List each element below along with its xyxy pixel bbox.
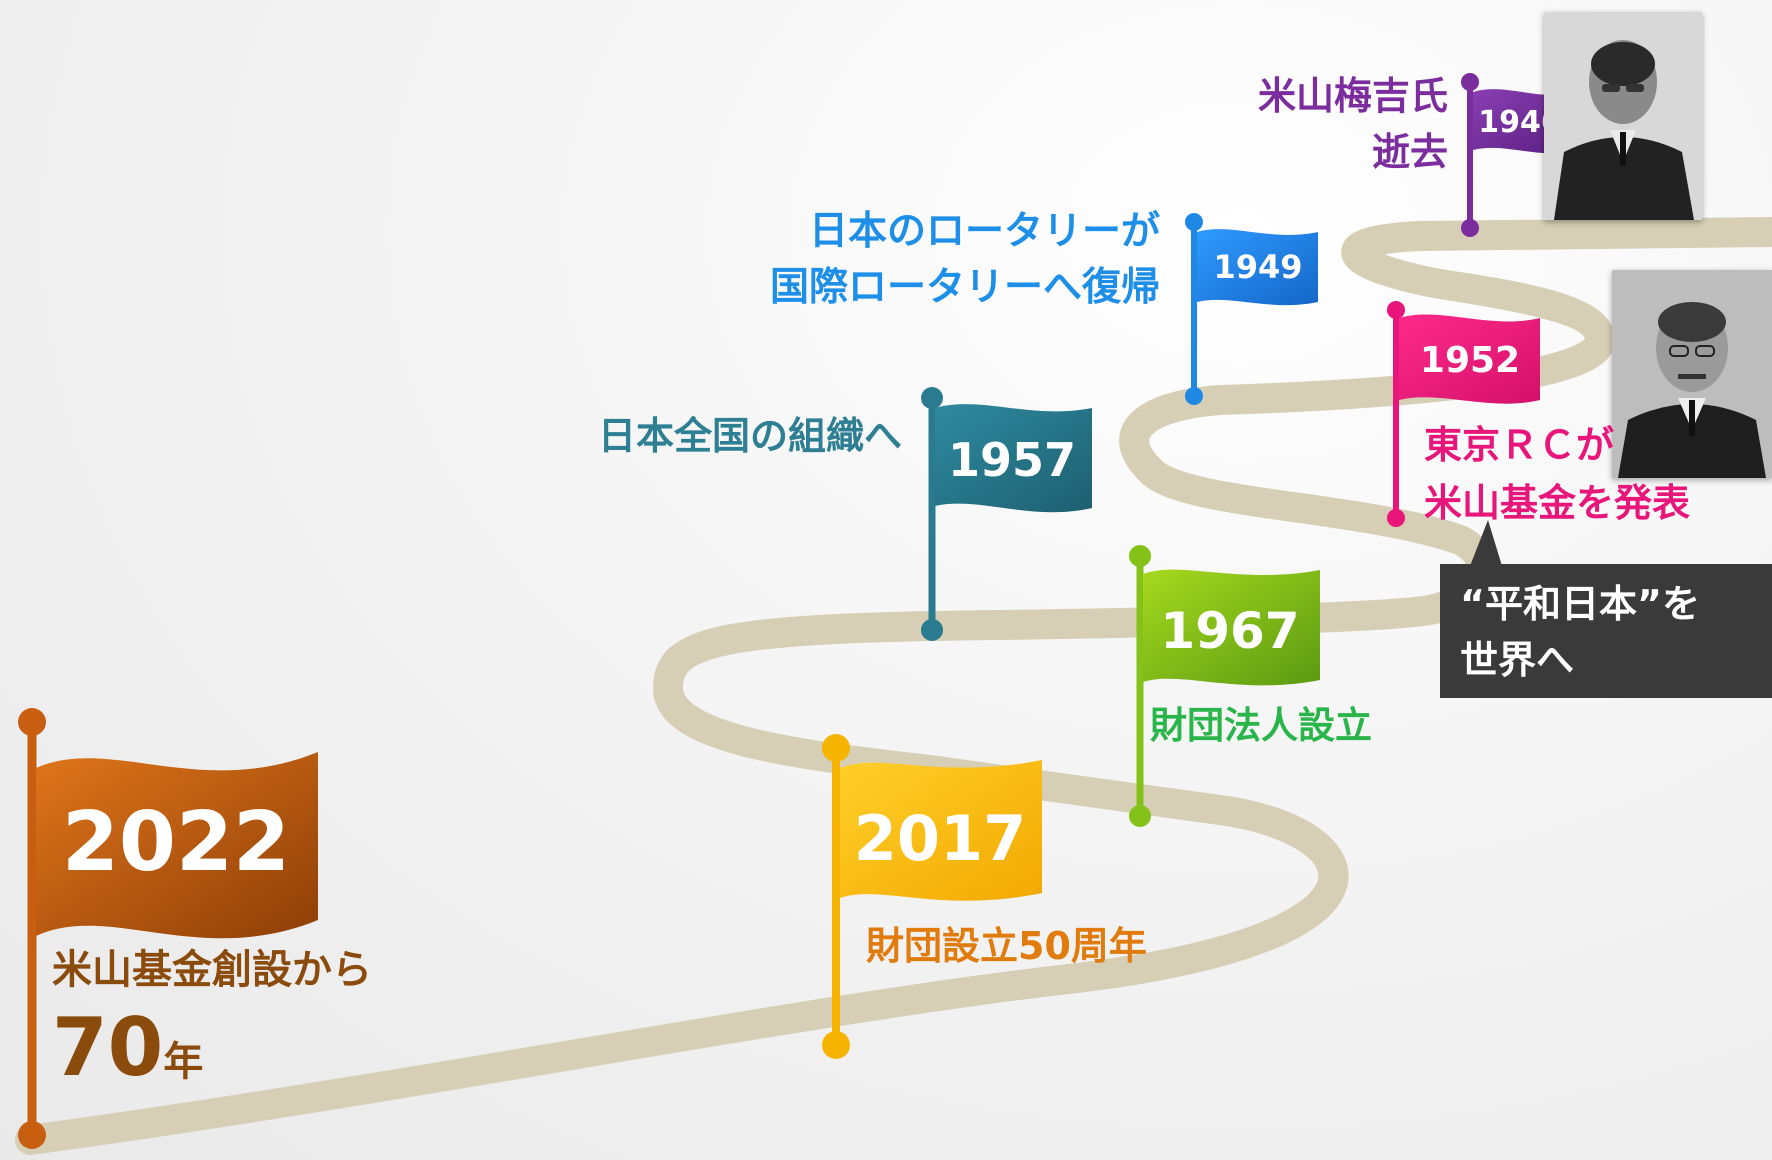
callout-line1: “平和日本”を <box>1460 582 1700 626</box>
flag-year-1952: 1952 <box>1420 340 1520 381</box>
label-1946: 米山梅吉氏 逝去 <box>1258 68 1448 180</box>
flag-2017: 2017 <box>822 734 1042 1059</box>
label-1952-line1: 東京ＲＣが <box>1424 423 1615 467</box>
callout-box: “平和日本”を 世界へ <box>1440 564 1772 698</box>
label-1967-line1: 財団法人設立 <box>1150 704 1372 747</box>
flag-1967: 1967 <box>1129 545 1320 827</box>
flag-year-1949: 1949 <box>1213 248 1302 286</box>
label-2017-line1: 財団設立50周年 <box>866 924 1147 968</box>
label-2022-line1: 米山基金創設から <box>52 947 372 993</box>
flag-year-2022: 2022 <box>62 795 290 890</box>
flag-year-2017: 2017 <box>854 802 1027 875</box>
portrait-1952 <box>1612 270 1772 478</box>
flag-1952: 1952 <box>1387 301 1540 527</box>
portrait-1946 <box>1544 12 1702 220</box>
flag-1957: 1957 <box>921 387 1092 641</box>
label-1946-line1: 米山梅吉氏 <box>1257 74 1448 118</box>
callout-line2: 世界へ <box>1460 638 1575 682</box>
label-1952-line2: 米山基金を発表 <box>1424 481 1691 525</box>
label-2022-number: 70 <box>52 1001 164 1094</box>
flag-1949: 1949 <box>1185 213 1318 405</box>
label-2017: 財団設立50周年 <box>866 924 1147 970</box>
flag-year-1957: 1957 <box>948 433 1076 487</box>
label-2022-line2: 70年 <box>52 1000 372 1096</box>
label-1967: 財団法人設立 <box>1150 704 1372 748</box>
label-1949: 日本のロータリーが 国際ロータリーへ復帰 <box>770 204 1160 316</box>
label-2022-unit: 年 <box>163 1039 204 1085</box>
flag-year-1967: 1967 <box>1160 602 1299 660</box>
callout-tail <box>1470 520 1502 566</box>
label-1957: 日本全国の組織へ <box>598 414 902 460</box>
label-1957-line1: 日本全国の組織へ <box>597 414 902 458</box>
label-1946-line2: 逝去 <box>1371 130 1448 174</box>
label-2022: 米山基金創設から 70年 <box>52 946 372 1096</box>
label-1952: 東京ＲＣが 米山基金を発表 <box>1424 416 1690 532</box>
label-1949-line2: 国際ロータリーへ復帰 <box>769 265 1160 310</box>
label-1949-line1: 日本のロータリーが <box>808 209 1160 254</box>
flag-2022: 2022 <box>18 708 318 1149</box>
